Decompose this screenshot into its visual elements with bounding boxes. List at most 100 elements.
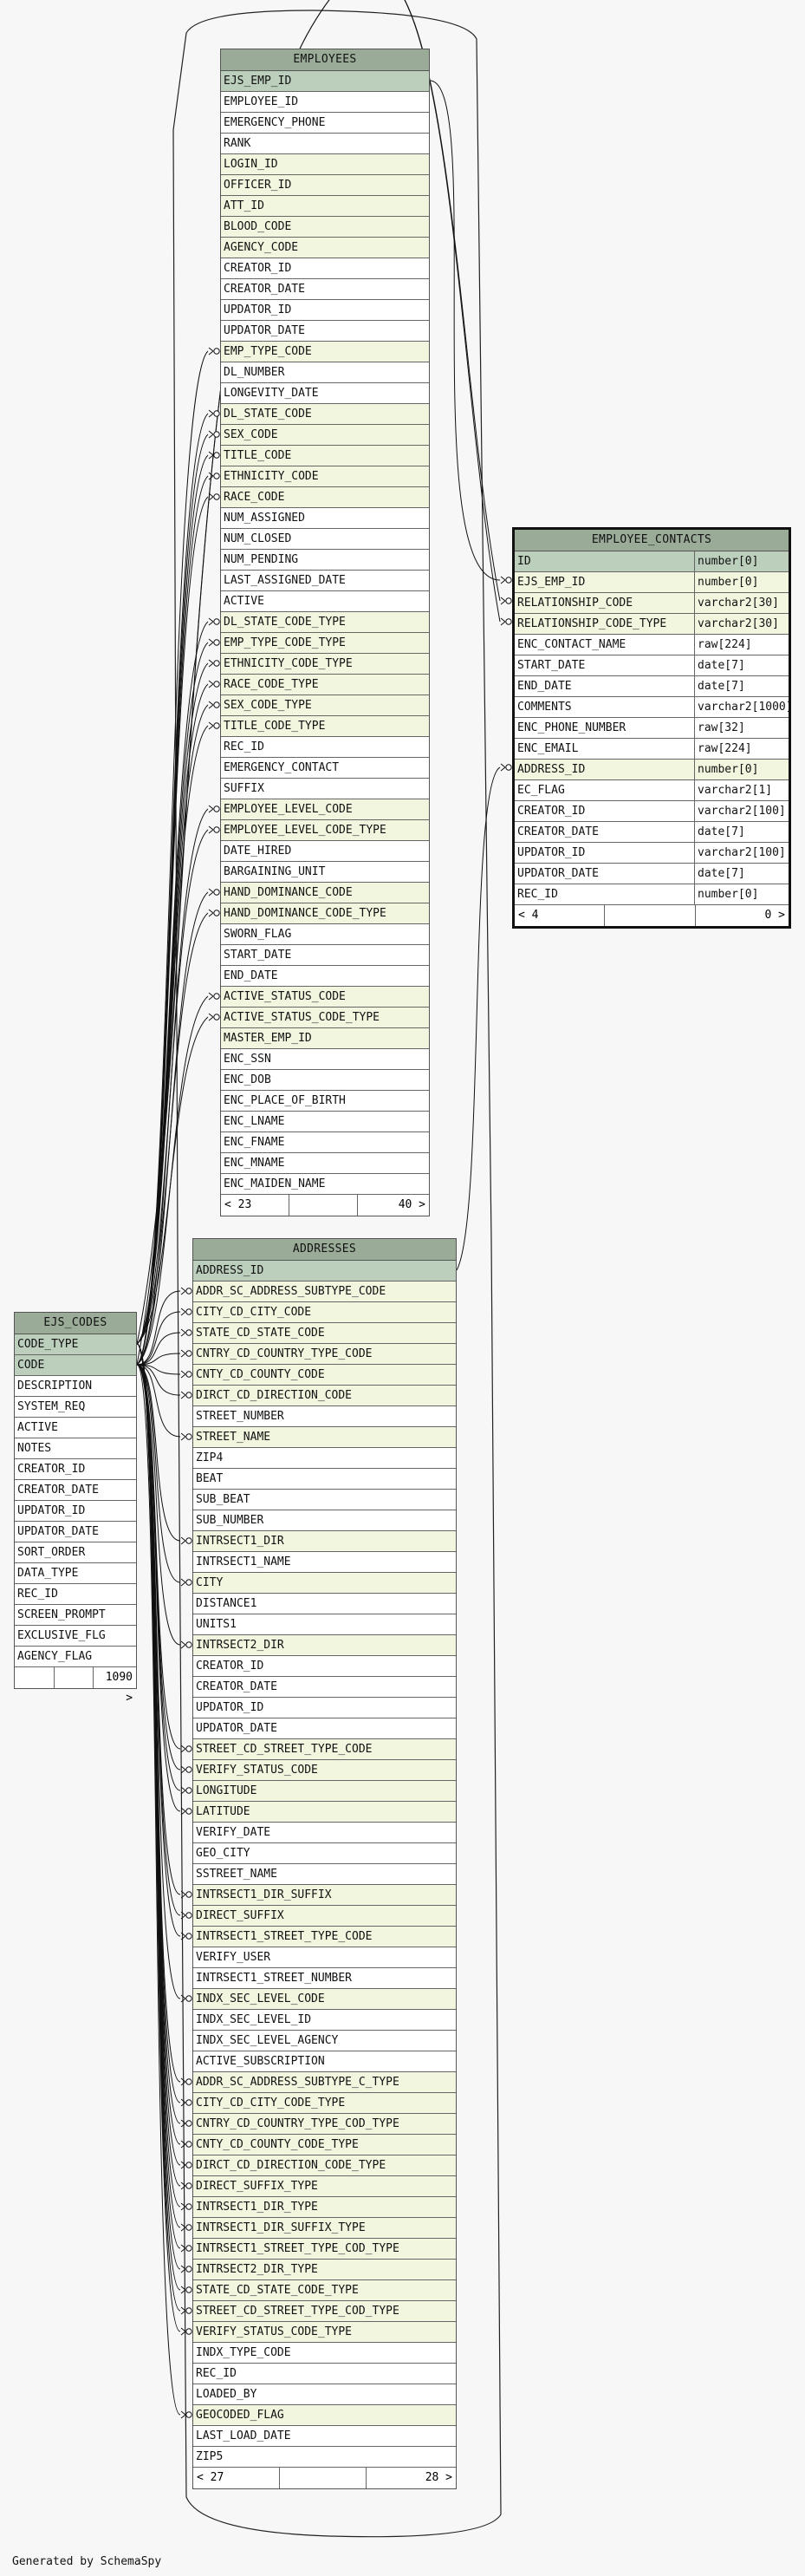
column-row[interactable]: ENC_DOB (221, 1070, 429, 1091)
column-row[interactable]: SUFFIX (221, 779, 429, 799)
column-row[interactable]: INTRSECT1_DIR_SUFFIX_TYPE (193, 2218, 456, 2239)
children-count[interactable]: 28 > (425, 2471, 452, 2484)
column-row[interactable]: ADDR_SC_ADDRESS_SUBTYPE_CODE (193, 1281, 456, 1302)
column-row[interactable]: ENC_MAIDEN_NAME (221, 1174, 429, 1195)
column-row[interactable]: INTRSECT1_DIR_SUFFIX (193, 1885, 456, 1906)
column-row[interactable]: EMERGENCY_CONTACT (221, 758, 429, 779)
children-count[interactable]: 0 > (764, 909, 785, 922)
column-row[interactable]: STATE_CD_STATE_CODE_TYPE (193, 2280, 456, 2301)
column-row[interactable]: CREATOR_DATE (15, 1480, 136, 1501)
column-row[interactable]: DIRECT_SUFFIX_TYPE (193, 2176, 456, 2197)
column-row[interactable]: INTRSECT1_STREET_NUMBER (193, 1968, 456, 1989)
column-row[interactable]: OFFICER_ID (221, 175, 429, 196)
column-row[interactable]: STREET_NUMBER (193, 1406, 456, 1427)
column-row[interactable]: ETHNICITY_CODE (221, 466, 429, 487)
column-row[interactable]: ENC_PLACE_OF_BIRTH (221, 1091, 429, 1112)
column-row[interactable]: AGENCY_CODE (221, 238, 429, 258)
column-row[interactable]: DIRCT_CD_DIRECTION_CODE_TYPE (193, 2155, 456, 2176)
column-row[interactable]: LOADED_BY (193, 2384, 456, 2405)
column-row[interactable]: ACTIVE (15, 1418, 136, 1438)
column-row[interactable]: AGENCY_FLAG (15, 1647, 136, 1667)
column-row[interactable]: SWORN_FLAG (221, 924, 429, 945)
column-row[interactable]: DL_STATE_CODE (221, 404, 429, 425)
column-row[interactable]: CODE_TYPE (15, 1334, 136, 1355)
column-row[interactable]: STREET_CD_STREET_TYPE_COD_TYPE (193, 2301, 456, 2322)
column-row[interactable]: DATA_TYPE (15, 1563, 136, 1584)
column-row[interactable]: EMPLOYEE_ID (221, 92, 429, 113)
column-row[interactable]: CREATOR_DATE (221, 279, 429, 300)
children-count[interactable]: 1090 > (105, 1671, 133, 1705)
column-row[interactable]: CODE (15, 1355, 136, 1376)
column-row[interactable]: ACTIVE_STATUS_CODE_TYPE (221, 1008, 429, 1028)
column-row[interactable]: END_DATE (221, 966, 429, 987)
column-row[interactable]: BEAT (193, 1469, 456, 1490)
children-count[interactable]: 40 > (398, 1198, 425, 1211)
column-row[interactable]: LAST_LOAD_DATE (193, 2426, 456, 2447)
column-row[interactable]: UPDATOR_DATE (15, 1522, 136, 1542)
column-row[interactable]: REC_ID (221, 737, 429, 758)
column-row[interactable]: TITLE_CODE_TYPE (221, 716, 429, 737)
column-row[interactable]: NUM_ASSIGNED (221, 508, 429, 529)
column-row[interactable]: BLOOD_CODE (221, 217, 429, 238)
column-row[interactable]: ACTIVE (221, 591, 429, 612)
column-row[interactable]: UPDATOR_DATE (193, 1718, 456, 1739)
parents-count[interactable]: < 4 (515, 905, 606, 926)
column-row[interactable]: UPDATOR_ID (193, 1698, 456, 1718)
column-row[interactable]: UPDATOR_DATE (221, 321, 429, 342)
column-row[interactable]: SUB_BEAT (193, 1490, 456, 1510)
column-row[interactable]: RACE_CODE_TYPE (221, 675, 429, 695)
column-row[interactable]: GEO_CITY (193, 1843, 456, 1864)
parents-count[interactable]: < 23 (221, 1195, 289, 1216)
parents-count[interactable] (15, 1667, 55, 1688)
column-row[interactable]: SUB_NUMBER (193, 1510, 456, 1531)
column-row[interactable]: EMP_TYPE_CODE (221, 342, 429, 362)
column-row[interactable]: ENC_SSN (221, 1049, 429, 1070)
column-row[interactable]: ENC_FNAME (221, 1132, 429, 1153)
column-row[interactable]: SCREEN_PROMPT (15, 1605, 136, 1626)
column-row[interactable]: GEOCODED_FLAG (193, 2405, 456, 2426)
column-row[interactable]: HAND_DOMINANCE_CODE (221, 883, 429, 903)
column-row[interactable]: VERIFY_USER (193, 1947, 456, 1968)
column-row[interactable]: INTRSECT2_DIR (193, 1635, 456, 1656)
column-row[interactable]: LONGEVITY_DATE (221, 383, 429, 404)
column-row[interactable]: ZIP5 (193, 2447, 456, 2468)
column-row[interactable]: REC_ID (15, 1584, 136, 1605)
column-row[interactable]: DESCRIPTION (15, 1376, 136, 1397)
column-row[interactable]: INTRSECT2_DIR_TYPE (193, 2260, 456, 2280)
column-row[interactable]: DL_STATE_CODE_TYPE (221, 612, 429, 633)
column-row[interactable]: SEX_CODE (221, 425, 429, 446)
column-row[interactable]: UNITS1 (193, 1614, 456, 1635)
column-row[interactable]: CREATOR_ID (193, 1656, 456, 1677)
column-row[interactable]: INTRSECT1_DIR_TYPE (193, 2197, 456, 2218)
column-row[interactable]: INDX_SEC_LEVEL_AGENCY (193, 2031, 456, 2051)
column-row[interactable]: INDX_SEC_LEVEL_CODE (193, 1989, 456, 2010)
column-row[interactable]: TITLE_CODE (221, 446, 429, 466)
column-row[interactable]: ADDR_SC_ADDRESS_SUBTYPE_C_TYPE (193, 2072, 456, 2093)
column-row[interactable]: INDX_TYPE_CODE (193, 2343, 456, 2364)
column-row[interactable]: INDX_SEC_LEVEL_ID (193, 2010, 456, 2031)
column-row[interactable]: ENC_MNAME (221, 1153, 429, 1174)
column-row[interactable]: DISTANCE1 (193, 1594, 456, 1614)
column-row[interactable]: HAND_DOMINANCE_CODE_TYPE (221, 903, 429, 924)
column-row[interactable]: ATT_ID (221, 196, 429, 217)
parents-count[interactable]: < 27 (193, 2468, 280, 2488)
column-row[interactable]: VERIFY_DATE (193, 1823, 456, 1843)
column-row[interactable]: ACTIVE_SUBSCRIPTION (193, 2051, 456, 2072)
column-row[interactable]: SORT_ORDER (15, 1542, 136, 1563)
generated-by-label[interactable]: Generated by SchemaSpy (12, 2555, 162, 2568)
column-row[interactable]: ZIP4 (193, 1448, 456, 1469)
